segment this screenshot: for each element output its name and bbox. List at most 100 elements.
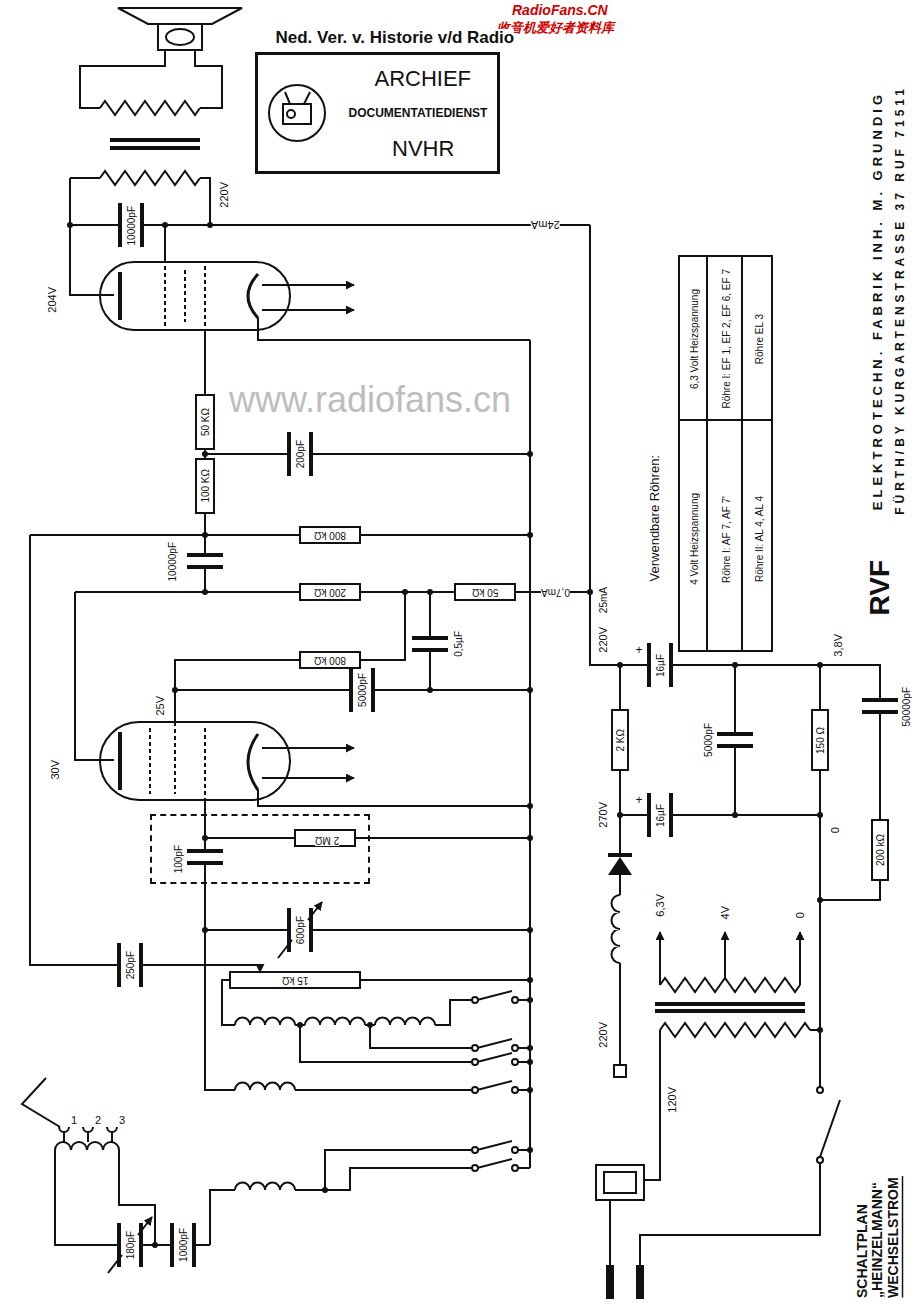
stamp-text: DOCUMENTATIEDIENST <box>349 107 488 120</box>
watermark-text: www.radiofans.cn <box>229 380 511 420</box>
table-cell: 6,3 Volt Heizspannung <box>689 289 700 389</box>
signal-arrow <box>259 965 261 972</box>
component-value: 2 MΩ <box>315 835 339 846</box>
tube-envelope <box>100 262 290 330</box>
voltage-label: 120V <box>666 1087 678 1113</box>
capacitor-value: 16µF <box>655 804 666 827</box>
capacitor-plate <box>117 203 898 1267</box>
voltage-label: 3,8V <box>832 634 844 657</box>
transformer-winding <box>100 101 200 115</box>
transformer-core <box>110 138 200 142</box>
shielded-group: 2 MΩ 100pF <box>150 814 370 884</box>
voltage-label: 30V <box>49 760 61 780</box>
stamp-logo-radio <box>283 104 311 124</box>
archive-heading: Ned. Ver. v. Historie v/d Radio <box>276 29 515 48</box>
schematic-group <box>22 8 888 1273</box>
polarity-mark: + <box>636 794 643 807</box>
coil-symbol <box>55 895 620 1190</box>
transformer-winding <box>100 171 200 185</box>
plug-prong <box>636 1265 644 1299</box>
tube-envelope <box>100 722 290 800</box>
table-cell: 4 Volt Heizspannung <box>689 493 700 585</box>
transformer-core <box>110 146 200 150</box>
terminal-number: 2 <box>95 1114 101 1126</box>
resistor-value: 800 kΩ <box>314 530 346 541</box>
capacitor-value: 600pF <box>295 916 306 944</box>
title-underline <box>902 1176 904 1298</box>
rectifier-bar <box>608 853 632 857</box>
terminal-number: 3 <box>119 1114 125 1126</box>
resistor-value: 200 kΩ <box>875 834 886 866</box>
junction-dot <box>67 222 823 1248</box>
potentiometer-symbol <box>230 972 360 988</box>
resistor-value: 2 KΩ <box>615 729 626 752</box>
resistor-value: 50 KΩ <box>200 408 211 436</box>
speaker-cone <box>118 8 242 24</box>
capacitor-value: 10000pF <box>167 542 178 581</box>
capacitor-value: 50000pF <box>901 687 912 726</box>
resistor-symbol <box>612 710 628 770</box>
capacitor-value: 16µF <box>655 654 666 677</box>
voltage-label: 0 <box>829 827 841 833</box>
logo-text: RVF <box>865 560 896 616</box>
resistor-value: 200 kΩ <box>314 587 346 598</box>
transformer-winding <box>660 978 800 992</box>
watermark-text: RadioFans.CN <box>512 3 608 18</box>
manufacturer-text: FÜRTH/BY KURGARTENSTRASSE 37 RUF 71511 <box>894 85 907 515</box>
rectifier-diode <box>608 857 632 875</box>
resistor-symbol <box>300 527 360 543</box>
resistor-symbol <box>300 584 360 600</box>
capacitor-value: 250pF <box>125 951 136 979</box>
table-heading: Verwendbare Röhren: <box>648 455 662 581</box>
voltage-label: 0 <box>794 912 806 918</box>
switch-contact <box>472 997 823 1171</box>
resistor-symbol <box>812 710 828 770</box>
voltage-label: 204V <box>46 287 58 313</box>
tube-table: 4 Volt Heizspannung 6,3 Volt Heizspannung… <box>678 255 773 652</box>
voltage-label: 4V <box>719 906 731 919</box>
tap-arrow <box>724 932 726 978</box>
mains-plug <box>596 1165 644 1200</box>
tube-anode <box>118 272 122 790</box>
resistor-value: 50 kΩ <box>472 587 498 598</box>
voltage-label: 220V <box>218 182 230 208</box>
table-cell: Röhre EL 3 <box>754 314 765 364</box>
tube-cathode <box>248 274 258 790</box>
stamp-text: ARCHIEF <box>375 67 472 91</box>
capacitor-value: 10000pF <box>126 206 137 245</box>
selector-terminal <box>614 1065 626 1077</box>
heater-arrow <box>262 309 354 311</box>
resistor-symbol <box>295 830 355 846</box>
table-cell: Röhre II: AL 4, AL 4 <box>754 496 765 582</box>
resistor-symbol <box>300 652 360 668</box>
stamp-text: NVHR <box>392 137 454 161</box>
capacitor-value: 180pF <box>125 1231 136 1259</box>
table-cell: Röhre I: AF 7, AF 7' <box>721 496 732 583</box>
stamp-logo-dial <box>287 110 295 118</box>
transformer-core <box>655 1002 805 1006</box>
terminal-number: 1 <box>71 1114 77 1126</box>
stamp-logo <box>269 85 325 141</box>
capacitor-value: 1000pF <box>178 1228 189 1262</box>
switch-blade <box>477 991 840 1168</box>
component-value: 100pF <box>173 845 184 873</box>
diagram-title: SCHALTPLAN „HEINZELMANN“ WECHSELSTROM <box>855 1163 901 1298</box>
capacitor-value: 5000pF <box>703 723 714 757</box>
current-label: 0,7mA <box>541 587 570 598</box>
tap-arrow <box>799 932 801 985</box>
transformer-core <box>655 1009 805 1013</box>
table-cell: Röhre I: EF 1, EF 2, EF 6, EF 7 <box>721 269 732 409</box>
heater-arrow <box>262 777 354 779</box>
resistor-value: 15 kΩ <box>282 975 308 986</box>
resistor-symbol <box>455 584 515 600</box>
plate-group <box>67 138 898 1299</box>
table-rule <box>678 255 773 652</box>
heater-arrow <box>262 747 354 749</box>
transformer-winding <box>660 1023 810 1037</box>
resistor-group <box>196 395 888 1200</box>
manufacturer-text: ELEKTROTECHN. FABRIK INH. M. GRUNDIG <box>871 91 885 510</box>
speaker-magnet <box>158 24 202 50</box>
capacitor-value: 200pF <box>295 440 306 468</box>
tube-grid <box>150 266 205 800</box>
voltage-label: 270V <box>597 802 609 828</box>
